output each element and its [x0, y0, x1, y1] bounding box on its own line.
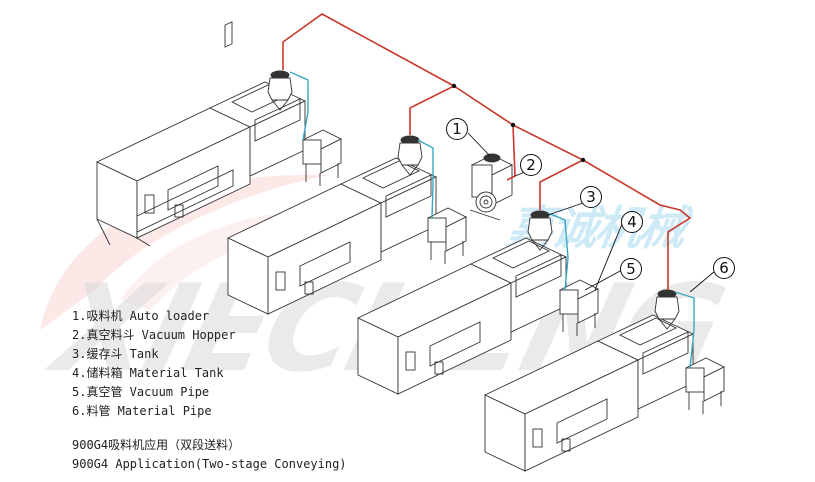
callout-5: 5 — [620, 258, 642, 280]
caption-chinese: 900G4吸料机应用（双段送料） — [72, 438, 241, 452]
pipe-junctions — [451, 83, 586, 163]
injection-machine-3 — [356, 237, 568, 395]
legend-item-vacuum-hopper: 2.真空料斗 Vacuum Hopper — [72, 328, 236, 342]
legend: 1.吸料机 Auto loader 2.真空料斗 Vacuum Hopper 3… — [72, 307, 236, 421]
legend-item-material-pipe: 6.料管 Material Pipe — [72, 404, 212, 418]
material-tank-4 — [684, 357, 726, 414]
callout-leaders — [467, 132, 716, 293]
tank-3 — [527, 210, 553, 251]
callout-1: 1 — [446, 118, 468, 140]
legend-item-tank: 3.缓存斗 Tank — [72, 347, 159, 361]
auto-loader — [469, 153, 514, 221]
legend-item-vacuum-pipe: 5.真空管 Vacuum Pipe — [72, 385, 210, 399]
material-pipe-network — [289, 71, 695, 369]
material-tank-3 — [558, 279, 600, 336]
material-tank-1 — [301, 129, 343, 186]
vacuum-pipe-network — [282, 13, 692, 290]
vacuum-hopper-4 — [654, 289, 680, 330]
injection-machine-1 — [95, 21, 307, 247]
injection-machine-2 — [226, 157, 438, 315]
callout-4: 4 — [621, 211, 643, 233]
material-tank-2 — [426, 207, 468, 264]
callout-2: 2 — [520, 154, 542, 176]
callout-3: 3 — [580, 186, 602, 208]
callout-6: 6 — [713, 257, 735, 279]
legend-item-material-tank: 4.储料箱 Material Tank — [72, 366, 224, 380]
legend-item-auto-loader: 1.吸料机 Auto loader — [72, 309, 210, 323]
caption-english: 900G4 Application(Two-stage Conveying) — [72, 457, 347, 471]
vacuum-hopper-1 — [267, 70, 293, 111]
vacuum-hopper-2 — [397, 135, 423, 176]
caption: 900G4吸料机应用（双段送料） 900G4 Application(Two-s… — [72, 436, 347, 474]
injection-machine-4 — [483, 314, 695, 472]
